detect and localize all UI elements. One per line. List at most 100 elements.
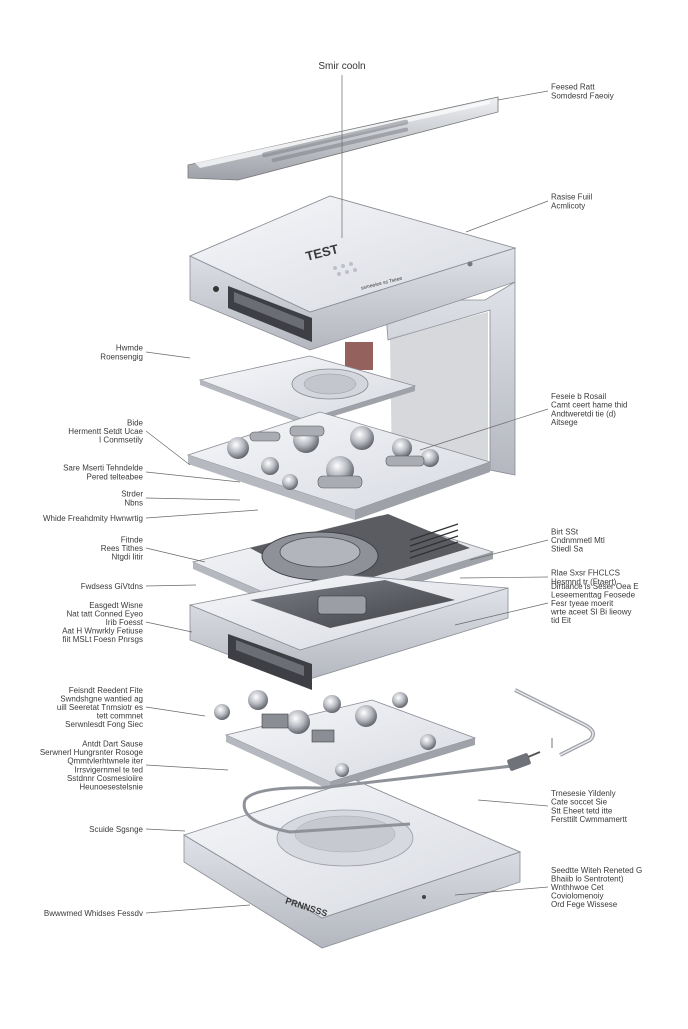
right-leader-3 [419,408,549,451]
left-callout-8-line-5: fiit MSLt Foesn Pnrsgs [63,635,143,644]
right-callout-5-line-2: Hesmnd tr (Ftaert) [551,577,617,586]
gear-cluster [227,425,439,490]
left-callout-6-line-3: Ntgdi Iitir [111,553,143,562]
right-callout-7-line-4: Fersttilt Cwmmamertt [551,815,628,824]
left-callout-7: Fwdsess GiVtdns [81,582,143,591]
mechanism-tray-component [186,411,492,520]
left-callout-9-line-3: uill Seeretat Tnmsiotr es [57,703,143,712]
right-callout-6-line-5: tid Eit [551,616,572,625]
left-callout-8-line-2: Nat tatt Conned Eyeo [67,609,144,618]
left-callout-4-line-1: Strder [121,490,143,499]
right-callout-8-line-4: Coviolomenoiy [551,892,603,901]
left-callout-12: Bwwwmed Whidses Fessdv [44,909,143,918]
left-callout-6-line-1: Fitnde [121,535,144,544]
right-leader-6 [454,602,549,626]
left-callout-8-line-4: Aat H Wnwrkly Fetiuse [62,627,143,636]
right-callout-7-line-2: Cate soccet Sie [551,798,608,807]
left-callout-2-line-1: Bide [127,418,144,427]
left-callout-10-line-1: Antdt Dart Sause [82,740,143,749]
left-callout-6-line-2: Rees Tithes [101,544,143,553]
left-callout-9-line-2: Swndshgne wantied ag [60,694,143,703]
left-leader-9 [145,706,206,717]
right-callout-1-line-2: Somdesrd Faeoiy [551,91,614,100]
left-callout-11-line-1: Scuide Sgsnge [89,825,143,834]
right-callout-6-line-3: Fesr tyeae moerit [551,599,614,608]
leader-lines [145,90,549,914]
left-callout-10-line-3: Qmmtvlerhtwnele iter [67,757,143,766]
left-leader-7 [145,584,197,587]
left-callout-3-line-2: Pered telteabee [87,472,144,481]
left-leader-5 [145,509,259,519]
right-callout-8-line-2: Bhaiib lo Sentrotent) [551,874,624,883]
left-callout-1-line-2: Roensengig [100,352,143,361]
left-leader-8 [145,621,193,633]
diagram-title: Smir cooln [318,61,365,72]
base-component: PRNNSSS [182,751,541,949]
left-callout-10-line-6: Heunoesestelsnie [79,783,143,792]
left-leader-1 [145,351,191,359]
left-callout-7-line-1: Fwdsess GiVtdns [81,582,143,591]
right-callout-1-line-1: Feesed Ratt [551,83,595,92]
left-callout-1-line-1: Hwmde [116,344,144,353]
left-callout-2-line-2: Hermentt Setdt Ucae [68,427,143,436]
circuit-tray-component [214,688,596,790]
right-callout-8-line-5: Ord Fege Wissese [551,900,618,909]
right-callout-8-line-1: Seedtte Witeh Reneted G [551,866,642,875]
right-callout-3-line-3: Andtweretdi tie (d) [551,409,616,418]
left-leader-3 [145,471,241,483]
circuit-parts [214,690,436,777]
left-callout-5: Whide Freahdmity Hwnwrtig [43,514,143,523]
left-callout-10-line-2: Serwnerl Hungrsnter Rosoge [40,748,144,757]
right-callout-6-line-2: Leseementtag Feosede [551,590,636,599]
right-callout-4-line-1: Birt SSt [551,527,579,536]
reel-vent-slats [409,523,459,559]
left-leader-6 [145,547,206,563]
left-callout-11: Scuide Sgsnge [89,825,143,834]
right-callout-3-line-4: Aitsege [551,418,578,427]
left-callout-8-line-1: Easgedt Wisne [89,601,143,610]
sensor-plate-component [198,355,417,425]
left-leader-10 [145,764,229,771]
main-block-component [188,574,509,690]
left-callout-9-line-5: Serwnlesdt Fong Siec [65,720,143,729]
top-housing-component: TEST ssmeeiee ss Tseee [188,195,517,476]
right-callout-2-line-1: Rasise Fuiil [551,193,593,202]
right-callout-7-line-3: Stt Eheet tetd itte [551,806,613,815]
right-callout-2-line-2: Acmlicoty [551,201,585,210]
right-callout-8-line-3: Wnthhwoe Cet [551,883,604,892]
right-leader-2 [465,200,549,233]
left-leader-2 [145,430,191,466]
right-callout-6-line-4: wrte aceet SI Bi lieowy [550,608,631,617]
left-leader-12 [145,904,251,914]
right-callout-6-line-1: Dirtiance is Seser Oea E [551,582,639,591]
left-callout-10-line-5: Sstdnnr Cosmesioiire [67,774,144,783]
right-leader-4 [469,539,549,561]
right-callout-3-line-1: Feseie b Rosail [551,392,606,401]
right-leader-1 [497,90,549,101]
left-leader-4 [145,497,241,501]
top-housing-dot-pattern [333,262,357,276]
display-bar-pattern [261,119,409,163]
left-callout-12-line-1: Bwwwmed Whidses Fessdv [44,909,143,918]
left-leader-11 [145,828,186,832]
right-callout-4-line-2: Cndnmmetl Mtl [551,536,605,545]
right-callout-4-line-3: Stiedl Sa [551,545,584,554]
